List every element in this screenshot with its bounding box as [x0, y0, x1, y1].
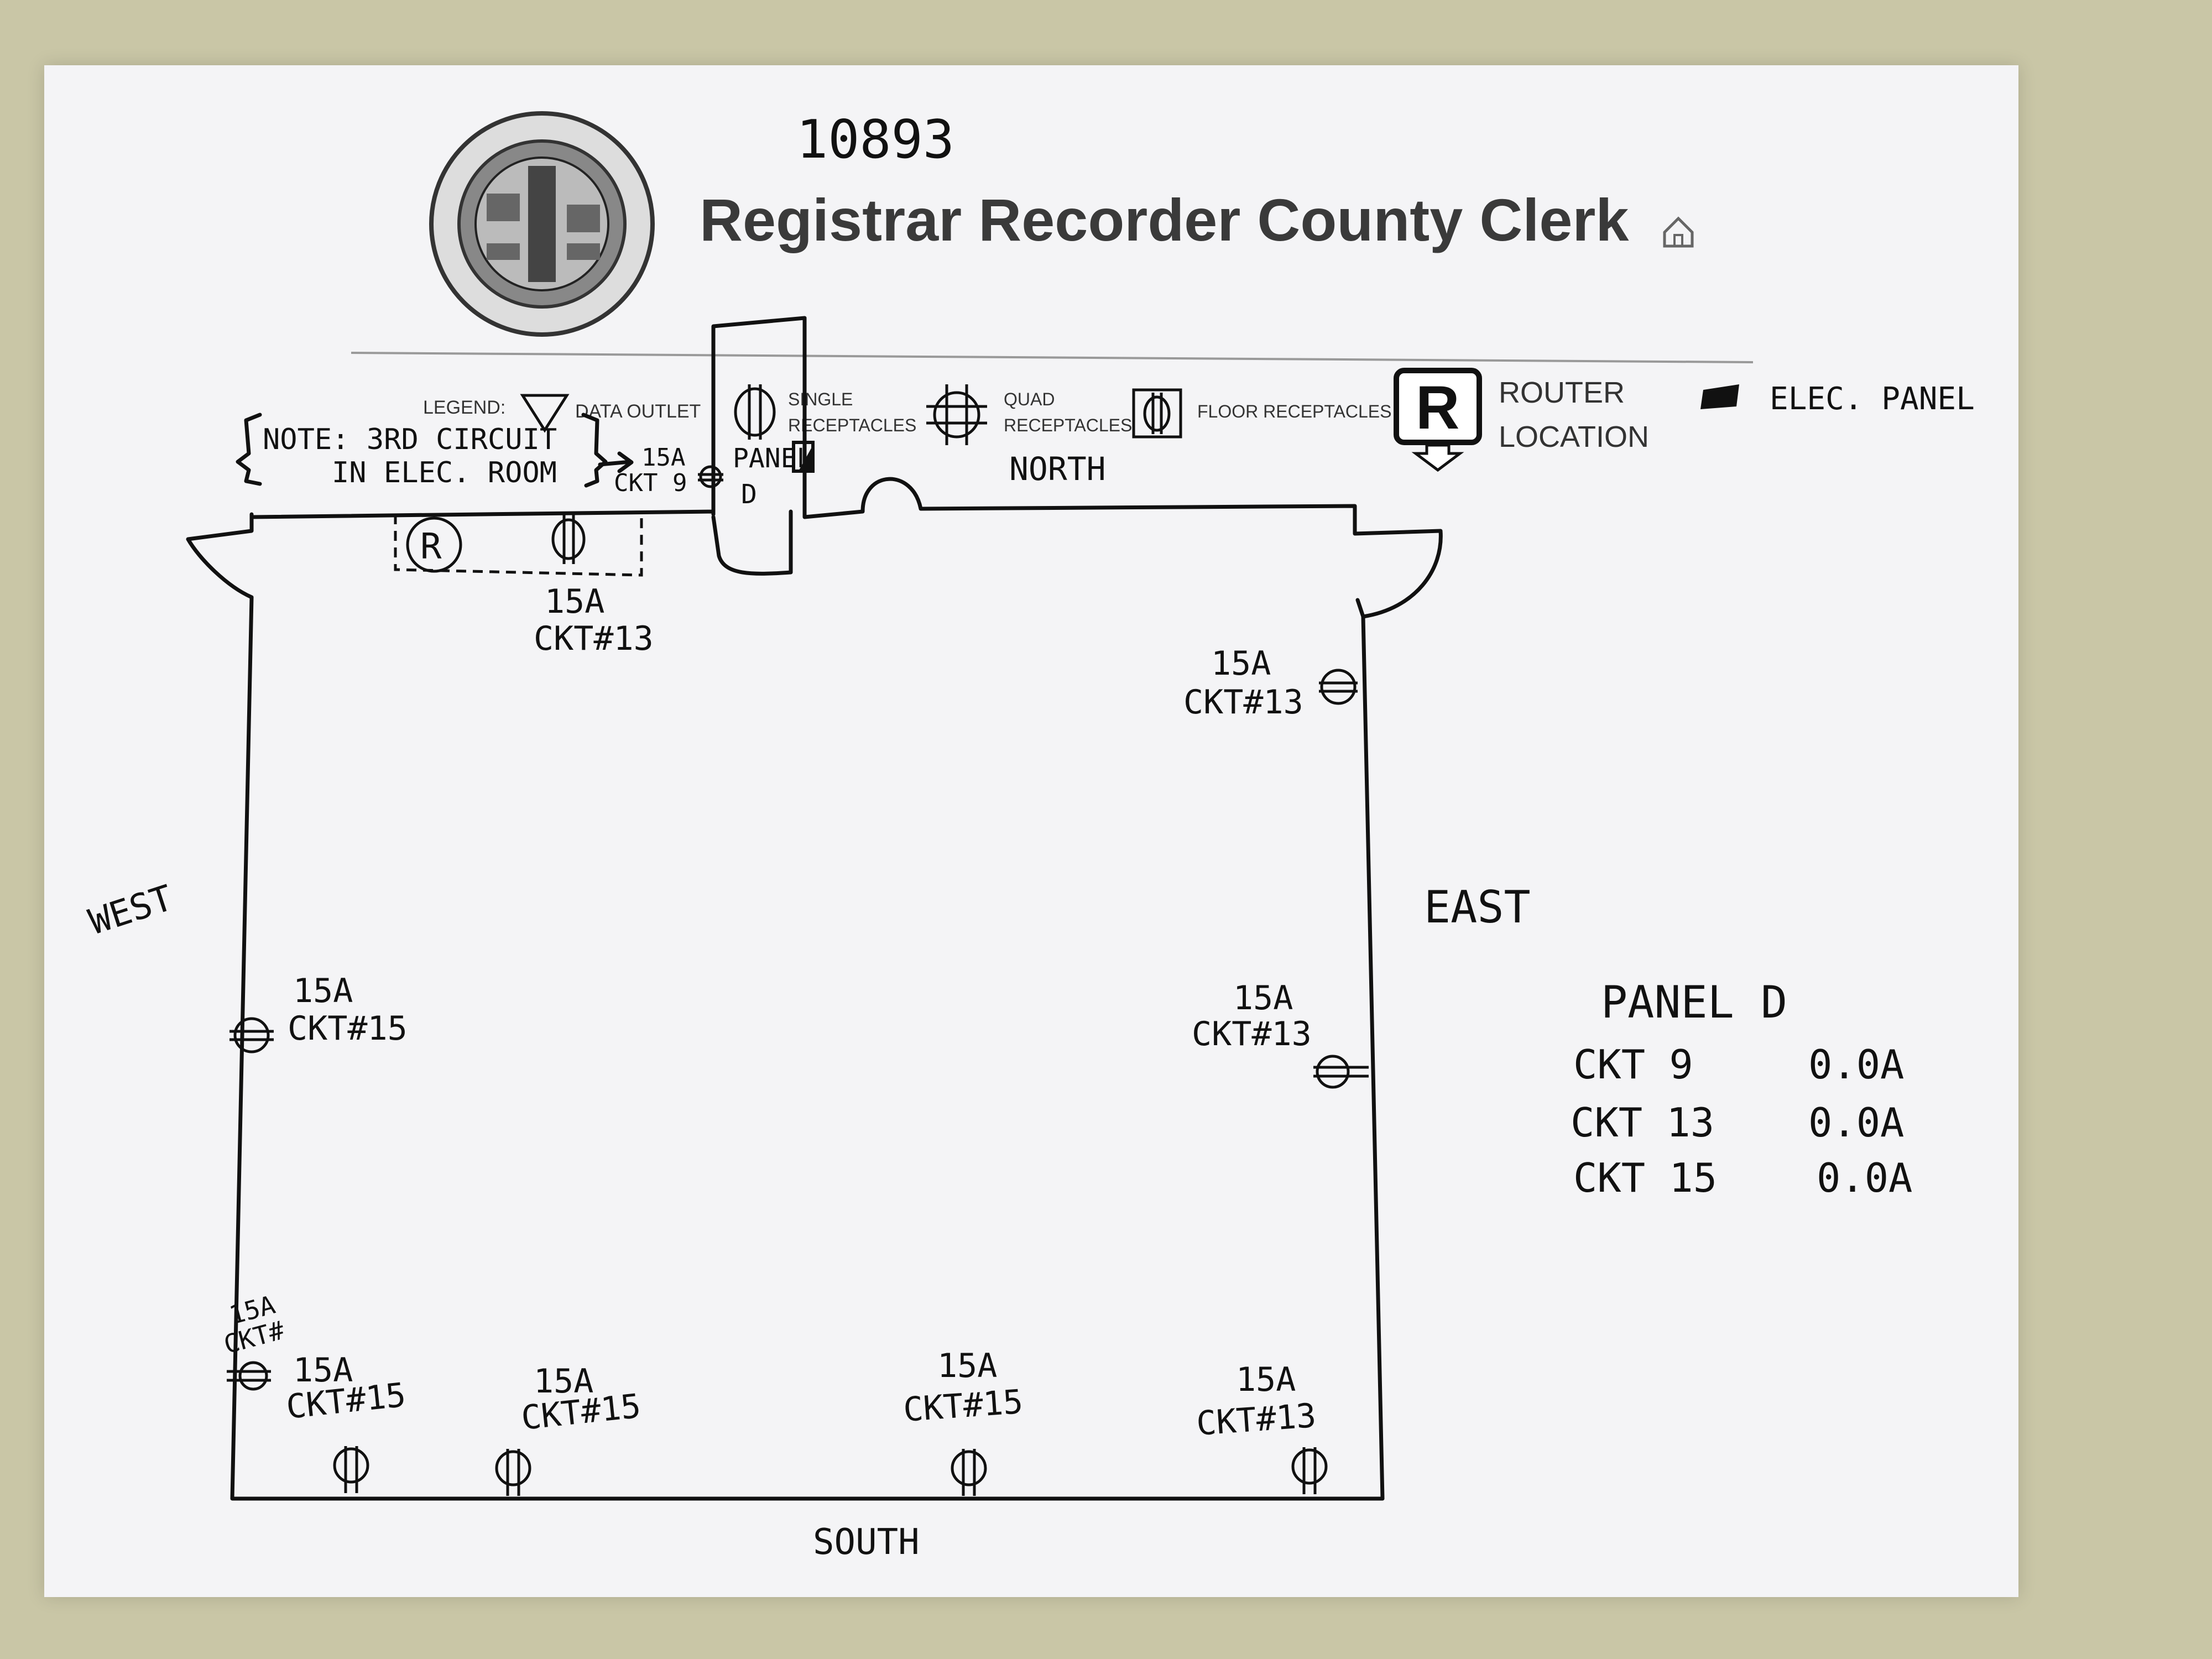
page-title: Registrar Recorder County Clerk	[700, 186, 1629, 253]
top-amp: 15A	[545, 582, 604, 621]
s4-amp: 15A	[1236, 1360, 1296, 1399]
panel-row-ckt: CKT 15	[1573, 1155, 1717, 1201]
sw-small-ckt: CKT#	[221, 1315, 288, 1360]
top-ckt: CKT#13	[534, 619, 654, 658]
floor-receptacle-icon	[951, 1449, 987, 1496]
s2-amp: 15A	[534, 1362, 593, 1401]
legend-quad: QUAD	[1004, 389, 1055, 409]
panel-row-amps: 0.0A	[1808, 1041, 1904, 1088]
room-outline	[186, 316, 1443, 1501]
legend: LEGEND: DATA OUTLET SINGLE RECEPTACLES Q…	[423, 368, 1975, 472]
legend-quad-receptacles: RECEPTACLES	[1004, 415, 1132, 435]
panel-row-amps: 0.0A	[1817, 1155, 1912, 1201]
floor-receptacle-icon	[495, 1449, 531, 1496]
elec-panel-icon	[1700, 384, 1739, 409]
note-callout: NOTE: 3RD CIRCUIT IN ELEC. ROOM	[236, 413, 634, 489]
paper-sheet	[44, 65, 2018, 1597]
panel-row-amps: 0.0A	[1808, 1099, 1904, 1146]
panel-d-table: PANEL D CKT 9 0.0A CKT 13 0.0A CKT 15 0.…	[1571, 977, 1912, 1201]
legend-single: SINGLE	[788, 389, 853, 409]
s3-amp: 15A	[937, 1347, 997, 1385]
label-south: SOUTH	[813, 1522, 920, 1563]
label-east: EAST	[1424, 881, 1531, 933]
svg-text:R: R	[420, 526, 442, 567]
single-receptacle-icon	[1319, 669, 1358, 705]
panel-row-ckt: CKT 9	[1573, 1041, 1693, 1088]
quad-receptacle-icon	[926, 384, 987, 445]
s4-ckt: CKT#13	[1195, 1396, 1317, 1443]
legend-single-receptacles: RECEPTACLES	[788, 415, 916, 435]
home-icon	[1663, 216, 1694, 248]
router-icon: R	[1394, 368, 1482, 472]
panel-label-line1: PANEL	[733, 443, 813, 474]
page-number: 10893	[796, 109, 954, 170]
floor-receptacle-icon	[333, 1446, 369, 1493]
floor-receptacle-icon	[1291, 1447, 1328, 1494]
legend-floor: FLOOR RECEPTACLES	[1197, 401, 1391, 421]
s3-ckt: CKT#15	[902, 1383, 1024, 1430]
single-receptacle-icon	[698, 465, 723, 488]
east-amp: 15A	[1233, 979, 1293, 1018]
data-outlet-icon	[520, 394, 570, 433]
single-receptacle-icon	[734, 384, 776, 440]
note-line1: NOTE: 3RD CIRCUIT	[263, 423, 557, 456]
panel-row-ckt: CKT 13	[1571, 1099, 1714, 1146]
single-receptacle-icon	[229, 1017, 274, 1053]
svg-text:R: R	[1416, 374, 1459, 442]
ne-amp: 15A	[1211, 644, 1271, 683]
county-seal	[429, 111, 655, 337]
legend-router-line1: ROUTER	[1499, 376, 1625, 409]
legend-elec-panel: ELEC. PANEL	[1770, 381, 1975, 417]
header-divider	[351, 352, 1754, 363]
label-north: NORTH	[1009, 450, 1106, 488]
panel-table-heading: PANEL D	[1601, 977, 1787, 1028]
panel-label-line2: D	[741, 479, 757, 510]
nw-amp: 15A	[641, 444, 685, 472]
single-receptacle-icon	[227, 1361, 271, 1391]
floor-receptacle-icon	[1132, 388, 1182, 439]
elec-panel-fill	[799, 445, 813, 470]
ne-ckt: CKT#13	[1183, 683, 1303, 722]
west-ckt: CKT#15	[288, 1009, 408, 1048]
floor-receptacle-icon	[551, 514, 586, 564]
legend-router-line2: LOCATION	[1499, 420, 1649, 453]
single-receptacle-icon	[1313, 1055, 1369, 1089]
router-location-marker: R	[406, 517, 462, 573]
west-amp: 15A	[293, 972, 353, 1010]
s1-amp: 15A	[293, 1351, 353, 1390]
label-west: WEST	[84, 878, 178, 943]
note-line2: IN ELEC. ROOM	[332, 456, 557, 489]
nw-ckt: CKT 9	[614, 469, 687, 497]
legend-label: LEGEND:	[423, 397, 505, 418]
east-ckt: CKT#13	[1192, 1015, 1312, 1053]
